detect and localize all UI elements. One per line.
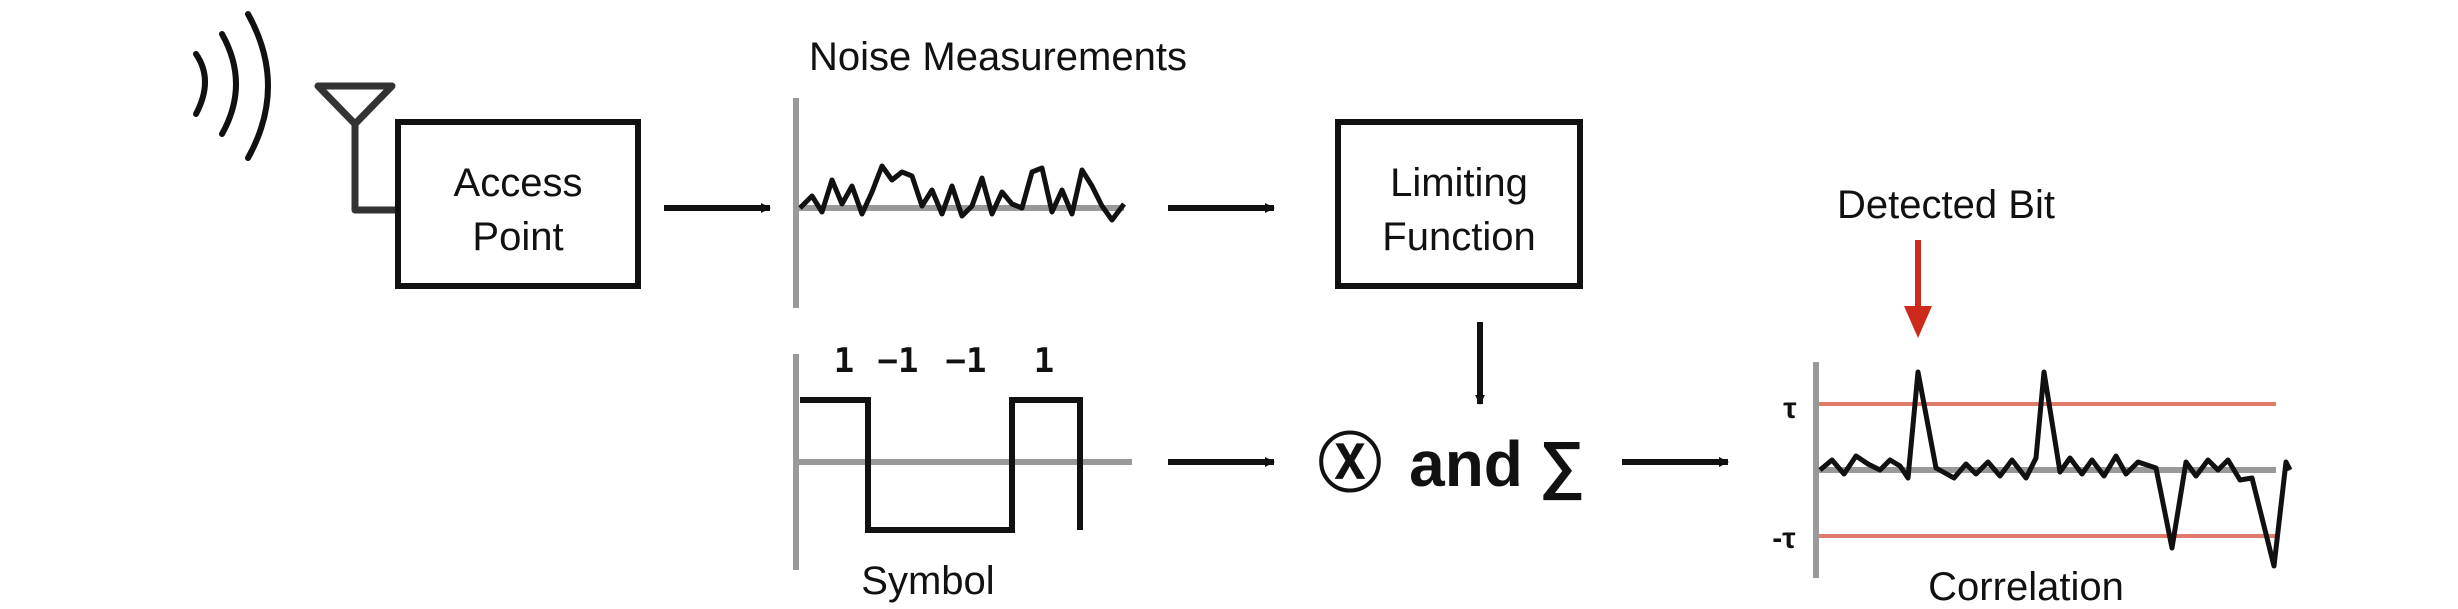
tau-negative-label: -τ xyxy=(1772,522,1795,555)
access-point-box: Access Point xyxy=(395,119,641,289)
correlation-trace xyxy=(1818,369,2293,569)
limiting-label-line2: Function xyxy=(1382,215,1535,259)
symbol-plot: 1 −1 −1 1 Symbol xyxy=(793,341,1132,603)
antenna-icon xyxy=(314,82,398,214)
symbol-bit-1: 1 xyxy=(834,341,854,381)
detected-bit-label: Detected Bit xyxy=(1837,183,2055,227)
limiting-function-box: Limiting Function xyxy=(1335,119,1583,289)
detected-bit: Detected Bit xyxy=(1837,183,2055,338)
sigma-icon: ∑ xyxy=(1539,428,1585,501)
and-label: and xyxy=(1409,428,1523,500)
noise-trace xyxy=(798,163,1126,223)
access-point-label-line2: Point xyxy=(472,215,563,259)
symbol-waveform xyxy=(800,397,1083,533)
tau-positive-label: τ xyxy=(1783,392,1796,425)
limiting-label-line1: Limiting xyxy=(1390,161,1528,205)
symbol-bit-4: 1 xyxy=(1034,341,1054,381)
correlation-label: Correlation xyxy=(1928,565,2124,604)
access-point-label-line1: Access xyxy=(454,161,583,205)
noise-title: Noise Measurements xyxy=(809,35,1187,79)
detected-bit-arrow-icon xyxy=(1904,306,1932,338)
correlation-plot: τ -τ Correlation xyxy=(1772,362,2293,609)
symbol-bit-2: −1 xyxy=(878,341,919,381)
noise-plot: Noise Measurements xyxy=(793,35,1187,308)
wireless-signal-icon xyxy=(193,11,271,161)
symbol-label: Symbol xyxy=(861,559,994,603)
otimes-icon: Ⓧ xyxy=(1318,428,1382,500)
multiply-and-sum: Ⓧ and ∑ xyxy=(1318,428,1585,501)
symbol-bit-3: −1 xyxy=(946,341,987,381)
